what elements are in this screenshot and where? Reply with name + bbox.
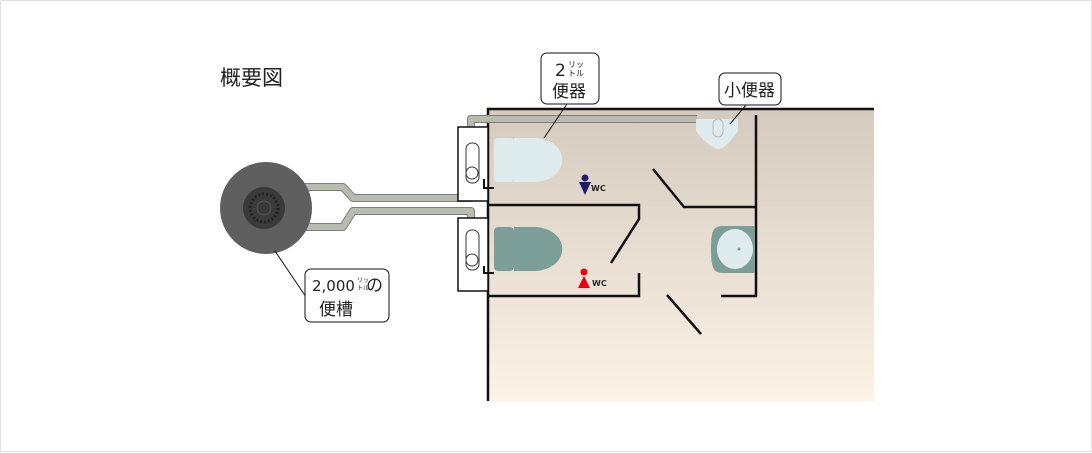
sink bbox=[711, 226, 755, 273]
men-restroom-sign: WC bbox=[579, 174, 606, 195]
svg-text:2: 2 bbox=[555, 61, 566, 81]
svg-text:WC: WC bbox=[591, 184, 606, 193]
toilet-2l-upper bbox=[457, 126, 563, 202]
svg-text:小便器: 小便器 bbox=[724, 81, 775, 101]
svg-text:リッ: リッ bbox=[568, 60, 584, 69]
svg-text:の: の bbox=[366, 276, 383, 296]
callout-urinal: 小便器 bbox=[718, 72, 782, 125]
women-restroom-sign: WC bbox=[578, 268, 607, 288]
toilet-2l-lower bbox=[457, 217, 563, 292]
walls bbox=[486, 107, 874, 401]
page-title: 概要図 bbox=[220, 66, 283, 90]
svg-text:WC: WC bbox=[592, 279, 607, 288]
callout-septic-tank: 2,000 リッ トル の 便槽 bbox=[274, 250, 390, 323]
urinal bbox=[696, 118, 738, 149]
svg-text:リッ: リッ bbox=[357, 277, 369, 284]
svg-text:便槽: 便槽 bbox=[319, 300, 353, 320]
svg-text:トル: トル bbox=[568, 69, 584, 78]
septic-tank bbox=[220, 162, 312, 254]
callout-toilet-2l: 2 リッ トル 便器 bbox=[540, 52, 600, 139]
svg-text:便器: 便器 bbox=[552, 82, 586, 102]
svg-text:2,000: 2,000 bbox=[312, 277, 355, 295]
svg-text:トル: トル bbox=[357, 285, 369, 292]
